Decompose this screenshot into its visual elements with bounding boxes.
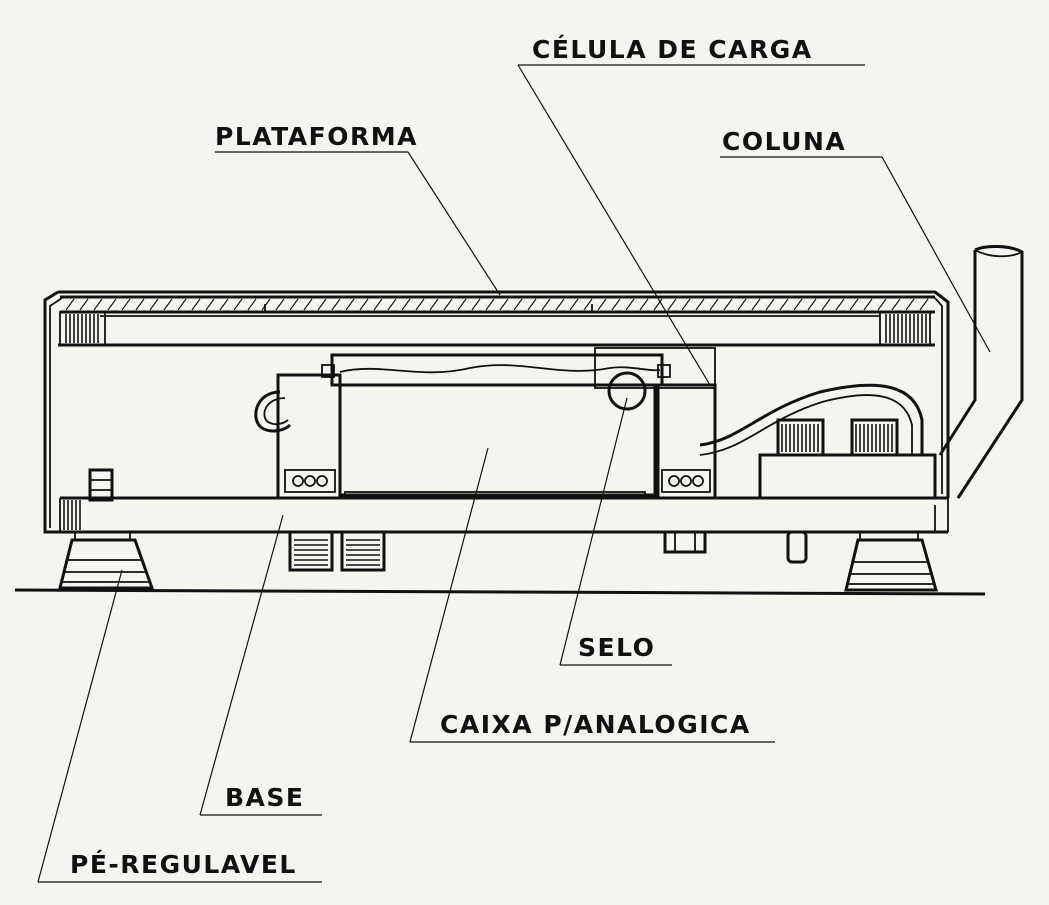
label-pe-regulavel: PÉ-REGULAVEL	[70, 850, 297, 879]
seal	[607, 371, 647, 411]
label-selo: SELO	[578, 633, 655, 662]
label-celula-de-carga: CÉLULA DE CARGA	[532, 35, 813, 64]
label-base: BASE	[225, 783, 305, 812]
platform-beam	[58, 311, 935, 347]
label-caixa-analogica: CAIXA P/ANALOGICA	[440, 710, 751, 739]
electronics-box	[758, 418, 937, 500]
leader-lines	[37, 64, 991, 883]
label-coluna: COLUNA	[722, 127, 846, 156]
label-plataforma: PLATAFORMA	[215, 122, 418, 151]
load-cell-cable	[699, 383, 924, 456]
platform-housing	[43, 290, 950, 534]
ground-line	[14, 588, 986, 596]
platform-top-plate	[60, 295, 935, 314]
load-cell-assembly	[254, 347, 717, 500]
right-leveling-foot	[844, 532, 938, 592]
left-leveling-foot	[58, 468, 155, 590]
bottom-connectors	[288, 530, 808, 572]
column	[938, 245, 1024, 499]
